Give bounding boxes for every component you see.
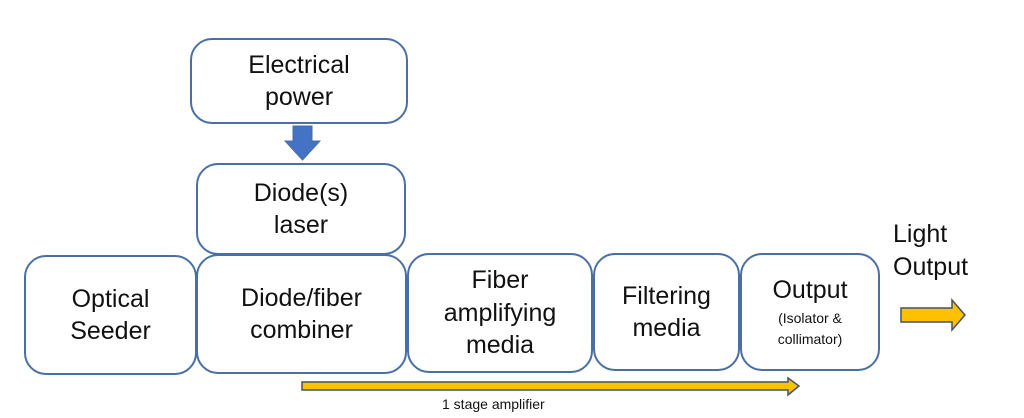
fiber-line-1: Fiber [471,266,529,295]
optical-seeder-line-1: Optical [71,284,150,313]
filtering-media-box: Filtering media [593,253,740,371]
filtering-line-1: Filtering [622,281,711,310]
light-output-label: Light Output [893,218,968,283]
fiber-line-2: amplifying [443,298,557,327]
electrical-power-box: Electrical power [190,38,408,124]
optical-seeder-box: Optical Seeder [24,255,197,375]
diode-laser-line-2: laser [273,211,329,239]
output-title: Output [772,275,848,304]
fiber-line-3: media [465,331,535,360]
diode-fiber-combiner-box: Diode/fiber combiner [196,254,407,374]
combiner-line-2: combiner [250,316,353,344]
optical-seeder-line-2: Seeder [70,317,151,345]
output-sub-line-2: collimator) [777,331,843,348]
combiner-line-1: Diode/fiber [241,283,362,312]
stage-amplifier-arrow-icon [301,376,801,397]
output-box: Output (Isolator & collimator) [740,253,880,371]
electrical-power-line-2: power [264,83,334,111]
light-output-line-1: Light [893,220,948,248]
stage-amplifier-label: 1 stage amplifier [442,396,545,412]
diode-laser-box: Diode(s) laser [196,163,406,255]
fiber-amplifying-media-box: Fiber amplifying media [407,253,593,373]
light-output-line-2: Output [893,252,969,281]
power-down-arrow-icon [283,125,322,161]
electrical-power-line-1: Electrical [248,50,350,79]
light-output-arrow-icon [900,297,966,333]
output-sub-line-1: (Isolator & [778,310,842,327]
filtering-line-2: media [632,314,701,342]
diode-laser-line-1: Diode(s) [253,178,349,207]
